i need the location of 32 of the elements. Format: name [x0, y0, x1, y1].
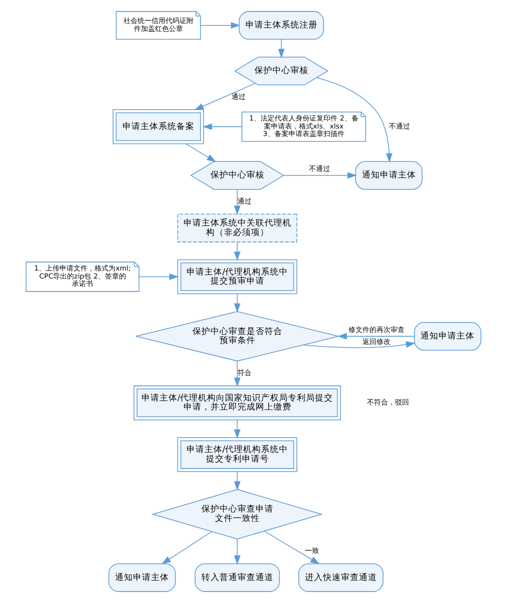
node-box: 申请主体系统备案 [112, 109, 204, 144]
node-box: 进入快速审查通道 [298, 563, 384, 592]
node-diamond: 保护中心审查申请文件一致性 [152, 489, 323, 540]
arrow [234, 242, 241, 261]
node-box: 转入普通审查通道 [194, 563, 280, 592]
arrow [338, 333, 415, 340]
arrow [264, 530, 320, 564]
node-box: 申请主体系统注册 [238, 11, 324, 40]
arrow [316, 77, 392, 163]
node-box: 通知申请主体 [108, 563, 176, 592]
arrow [234, 360, 241, 387]
node-box: 申请主体系统中关联代理机构（非必须项） [177, 214, 298, 242]
arrow [185, 143, 216, 162]
arrow [283, 172, 357, 179]
node-box: 申请主体/代理机构系统中提交预审申请 [177, 259, 298, 294]
arrow [278, 38, 285, 58]
node-box: 申请主体/代理机构系统中提交专利申请号 [177, 437, 298, 472]
arrow [234, 538, 241, 565]
arrow [234, 294, 241, 313]
arrow [162, 531, 212, 564]
arrow [234, 420, 241, 439]
arrow [302, 341, 416, 348]
arrow [234, 189, 241, 215]
arrow [200, 22, 240, 29]
arrow [138, 274, 179, 280]
arrow [234, 472, 241, 491]
arrow [202, 123, 242, 130]
node-box: 通知申请主体 [414, 322, 482, 351]
node-diamond: 保护中心审查是否符合预审条件 [136, 311, 339, 362]
arrow [194, 82, 256, 110]
node-box: 申请主体/代理机构向国家知识产权局专利局提交申请，并立即完成网上缴费 [134, 385, 341, 420]
node-box: 通知申请主体 [355, 161, 422, 190]
